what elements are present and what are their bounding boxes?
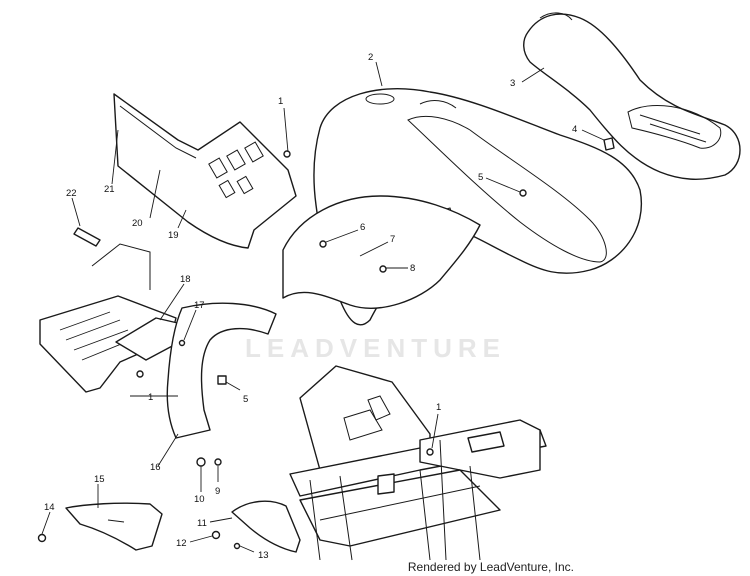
callout-3: 3 <box>510 78 515 89</box>
callout-16: 16 <box>150 462 161 473</box>
callout-7: 7 <box>390 234 395 245</box>
front-fender-part <box>282 88 643 326</box>
callout-13: 13 <box>258 550 269 561</box>
callout-14: 14 <box>44 502 55 513</box>
callout-19: 19 <box>168 230 179 241</box>
callout-18: 18 <box>180 274 191 285</box>
callout-21: 21 <box>104 184 115 195</box>
watermark-text: LEADVENTURE <box>245 333 506 363</box>
callout-2: 2 <box>368 52 373 63</box>
heat-shield-part <box>65 502 163 551</box>
side-panel-part <box>113 93 297 249</box>
callout-5-lower: 5 <box>243 394 248 405</box>
callout-labels: 1 2 3 4 5 6 7 8 5 9 10 11 12 13 14 15 16… <box>44 52 577 561</box>
callout-9: 9 <box>215 486 220 497</box>
mud-flap-part <box>231 500 301 553</box>
callout-12: 12 <box>176 538 187 549</box>
fender-flare-part <box>166 302 277 439</box>
callout-22: 22 <box>66 188 77 199</box>
seat-part <box>523 12 741 180</box>
callout-1-left: 1 <box>148 392 153 403</box>
leader-lines <box>41 61 605 553</box>
callout-20: 20 <box>132 218 143 229</box>
callout-8: 8 <box>410 263 415 274</box>
callout-11: 11 <box>197 518 207 529</box>
callout-10: 10 <box>194 494 205 505</box>
frame-part <box>289 365 547 561</box>
callout-15: 15 <box>94 474 105 485</box>
callout-4: 4 <box>572 124 577 135</box>
render-credit: Rendered by LeadVenture, Inc. <box>407 560 574 574</box>
callout-6: 6 <box>360 222 365 233</box>
callout-17: 17 <box>194 300 205 311</box>
callout-1: 1 <box>278 96 283 107</box>
hardware-parts <box>37 137 615 550</box>
footrest-part <box>39 243 183 393</box>
callout-1-frame: 1 <box>436 402 441 413</box>
callout-5: 5 <box>478 172 483 183</box>
